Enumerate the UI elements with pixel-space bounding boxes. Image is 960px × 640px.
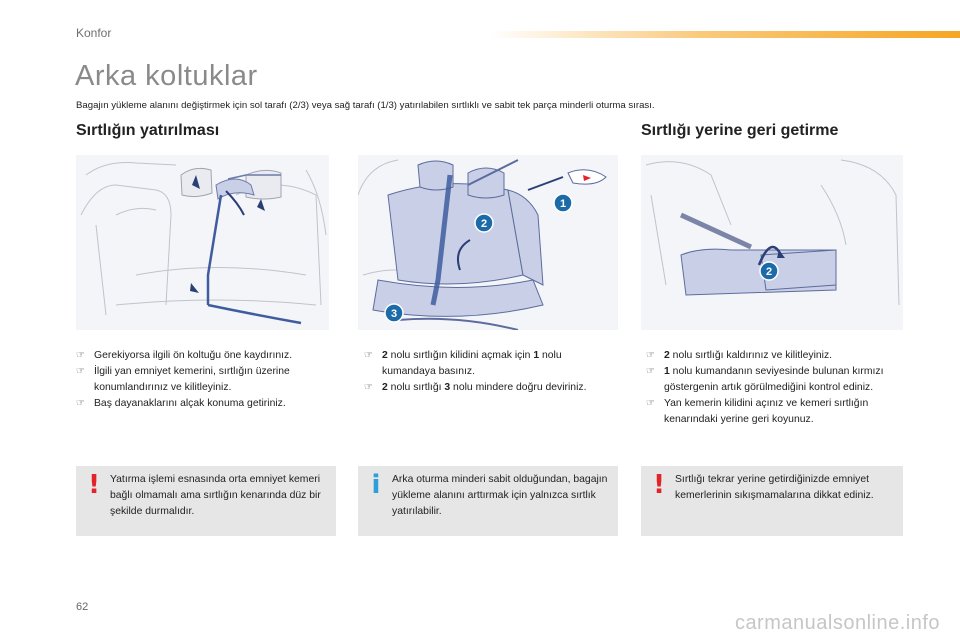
page-title: Arka koltuklar <box>75 60 258 92</box>
list-item: Gerekiyorsa ilgili ön koltuğu öne kaydır… <box>76 348 338 364</box>
badge-2-restore: 2 <box>766 266 772 278</box>
list-item: Baş dayanaklarını alçak konuma getiriniz… <box>76 396 338 412</box>
info-icon: i <box>371 470 381 500</box>
list-item: 2 nolu sırtlığı kaldırınız ve kilitleyin… <box>646 348 901 364</box>
heading-restore: Sırtlığı yerine geri getirme <box>641 122 839 139</box>
section-label: Konfor <box>76 26 112 40</box>
note-text: Yatırma işlemi esnasında orta emniyet ke… <box>110 474 321 517</box>
warning-icon: ! <box>653 470 665 500</box>
list-item: İlgili yan emniyet kemerini, sırtlığın ü… <box>76 364 338 396</box>
seat-illustration-1 <box>80 162 327 325</box>
seat-illustration-2: 1 2 3 <box>358 159 607 330</box>
badge-2: 2 <box>481 218 487 230</box>
warning-note-1: ! Yatırma işlemi esnasında orta emniyet … <box>76 466 336 536</box>
badge-1: 1 <box>560 198 566 210</box>
seat-illustration-3: 2 <box>645 159 900 306</box>
watermark: carmanualsonline.info <box>734 612 940 634</box>
info-note: i Arka oturma minderi sabit olduğundan, … <box>358 466 618 536</box>
fold-steps-list-2: 2 nolu sırtlığın kilidini açmak için 1 n… <box>364 348 609 396</box>
header-accent-bar <box>490 31 960 38</box>
list-item: 1 nolu kumandanın seviyesinde bulunan kı… <box>646 364 901 396</box>
figure-raise-backrest: 2 <box>641 155 903 330</box>
restore-steps-list: 2 nolu sırtlığı kaldırınız ve kilitleyin… <box>646 348 901 428</box>
warning-note-2: ! Sırtlığı tekrar yerine getirdiğinizde … <box>641 466 903 536</box>
note-text: Arka oturma minderi sabit olduğundan, ba… <box>392 474 608 517</box>
list-item: 2 nolu sırtlığın kilidini açmak için 1 n… <box>364 348 609 380</box>
list-item: Yan kemerin kilidini açınız ve kemeri sı… <box>646 396 901 428</box>
note-text: Sırtlığı tekrar yerine getirdiğinizde em… <box>675 474 874 501</box>
page-number: 62 <box>76 601 89 613</box>
page-subtitle: Bagajın yükleme alanını değiştirmek için… <box>76 100 655 111</box>
heading-fold: Sırtlığın yatırılması <box>76 122 220 139</box>
figure-headrests <box>76 155 329 330</box>
warning-icon: ! <box>88 470 100 500</box>
figure-unlock-fold: 1 2 3 <box>358 155 618 330</box>
list-item: 2 nolu sırtlığı 3 nolu mindere doğru dev… <box>364 380 609 396</box>
fold-steps-list-1: Gerekiyorsa ilgili ön koltuğu öne kaydır… <box>76 348 338 412</box>
badge-3: 3 <box>391 308 397 320</box>
